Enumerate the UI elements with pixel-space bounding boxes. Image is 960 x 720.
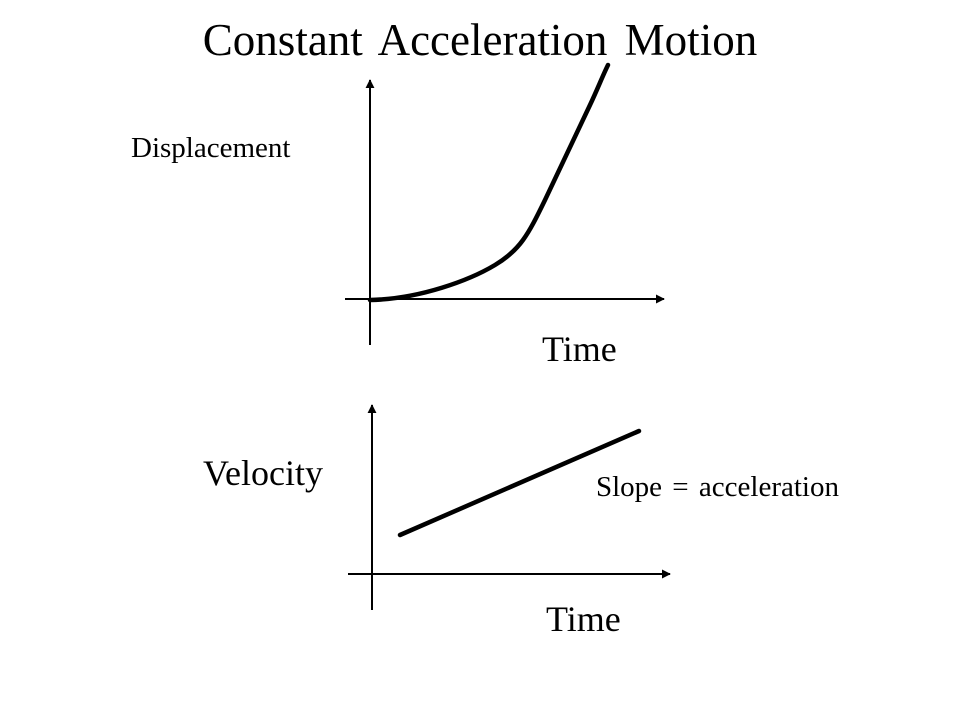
velocity-graph <box>348 404 671 610</box>
velocity-time-axis-label: Time <box>546 599 621 639</box>
displacement-graph <box>345 62 665 345</box>
velocity-axis-label: Velocity <box>203 453 323 493</box>
displacement-curve <box>367 62 611 303</box>
displacement-time-axis-label: Time <box>542 329 617 369</box>
velocity-line <box>397 428 642 538</box>
displacement-axis-label: Displacement <box>131 132 291 164</box>
slope-annotation: Slope = acceleration <box>596 471 839 503</box>
slide-title: Constant Acceleration Motion <box>202 15 758 65</box>
